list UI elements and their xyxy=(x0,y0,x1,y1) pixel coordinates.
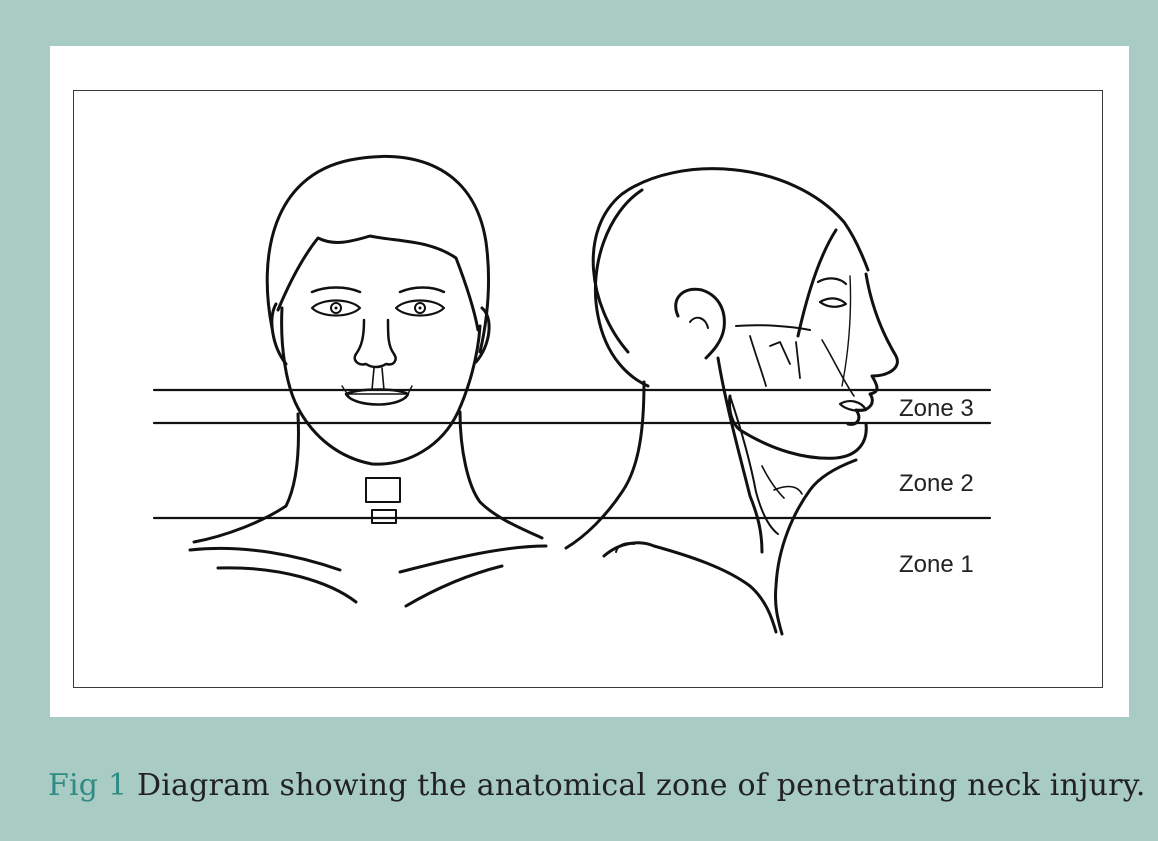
profile-eye xyxy=(820,298,846,306)
profile-eyebrow xyxy=(818,278,846,284)
profile-ear xyxy=(676,289,725,358)
zone-1-label: Zone 1 xyxy=(899,551,974,579)
front-mouth xyxy=(346,390,408,405)
front-nose xyxy=(355,320,396,367)
left-clavicle xyxy=(218,568,356,602)
cricoid-cartilage xyxy=(372,510,396,523)
figure-caption: Fig 1 Diagram showing the anatomical zon… xyxy=(48,768,1146,803)
profile-sternocleidomastoid xyxy=(718,358,762,552)
neck-zones-diagram xyxy=(50,46,1129,717)
right-clavicle xyxy=(406,566,502,606)
caption-text: Diagram showing the anatomical zone of p… xyxy=(137,768,1146,803)
front-shoulder-left xyxy=(190,548,340,570)
profile-head-illustration xyxy=(566,169,897,634)
zone-3-label: Zone 3 xyxy=(899,395,974,423)
left-eyebrow xyxy=(312,288,360,293)
figure-label: Fig 1 xyxy=(48,768,127,803)
profile-shoulder xyxy=(604,543,776,632)
profile-face-line xyxy=(798,230,836,336)
thyroid-cartilage xyxy=(366,478,400,502)
front-head-illustration xyxy=(190,156,546,606)
front-neck-left xyxy=(194,414,299,542)
front-hair-outline xyxy=(267,156,488,352)
right-eyebrow xyxy=(400,288,444,293)
zone-2-label: Zone 2 xyxy=(899,470,974,498)
profile-back-neck xyxy=(566,382,644,548)
front-face-outline xyxy=(282,308,480,464)
front-hairline xyxy=(278,236,478,330)
profile-chin-and-jaw xyxy=(729,396,866,458)
front-shoulder-right xyxy=(400,546,546,572)
